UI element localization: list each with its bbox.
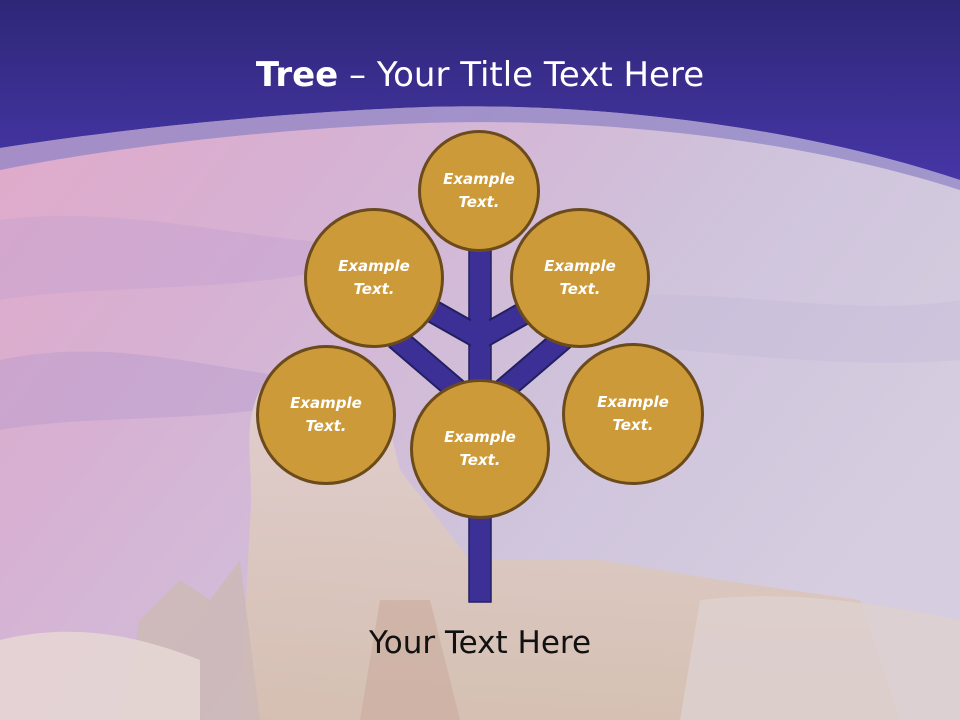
caption-text: Your Text Here bbox=[368, 625, 592, 661]
tree-node-top: Example Text. bbox=[418, 130, 540, 252]
tree-node-upper-right: Example Text. bbox=[510, 208, 650, 348]
title-bold: Tree bbox=[255, 55, 339, 95]
tree-node-lower-right: Example Text. bbox=[562, 343, 704, 485]
tree-node-lower-left-text: Example Text. bbox=[290, 394, 362, 435]
title-text: Your Title Text Here bbox=[376, 55, 705, 95]
tree-node-upper-right-text: Example Text. bbox=[544, 257, 616, 298]
tree-node-center-text: Example Text. bbox=[444, 428, 516, 469]
tree-node-top-text: Example Text. bbox=[443, 170, 515, 211]
tree-node-lower-right-text: Example Text. bbox=[597, 393, 669, 434]
tree-node-lower-left: Example Text. bbox=[256, 345, 396, 485]
tree-node-upper-left-text: Example Text. bbox=[338, 257, 410, 298]
slide-title: Tree – Your Title Text Here bbox=[0, 52, 960, 98]
tree-node-center: Example Text. bbox=[410, 379, 550, 519]
tree-node-upper-left: Example Text. bbox=[304, 208, 444, 348]
title-dash: – bbox=[338, 55, 377, 95]
